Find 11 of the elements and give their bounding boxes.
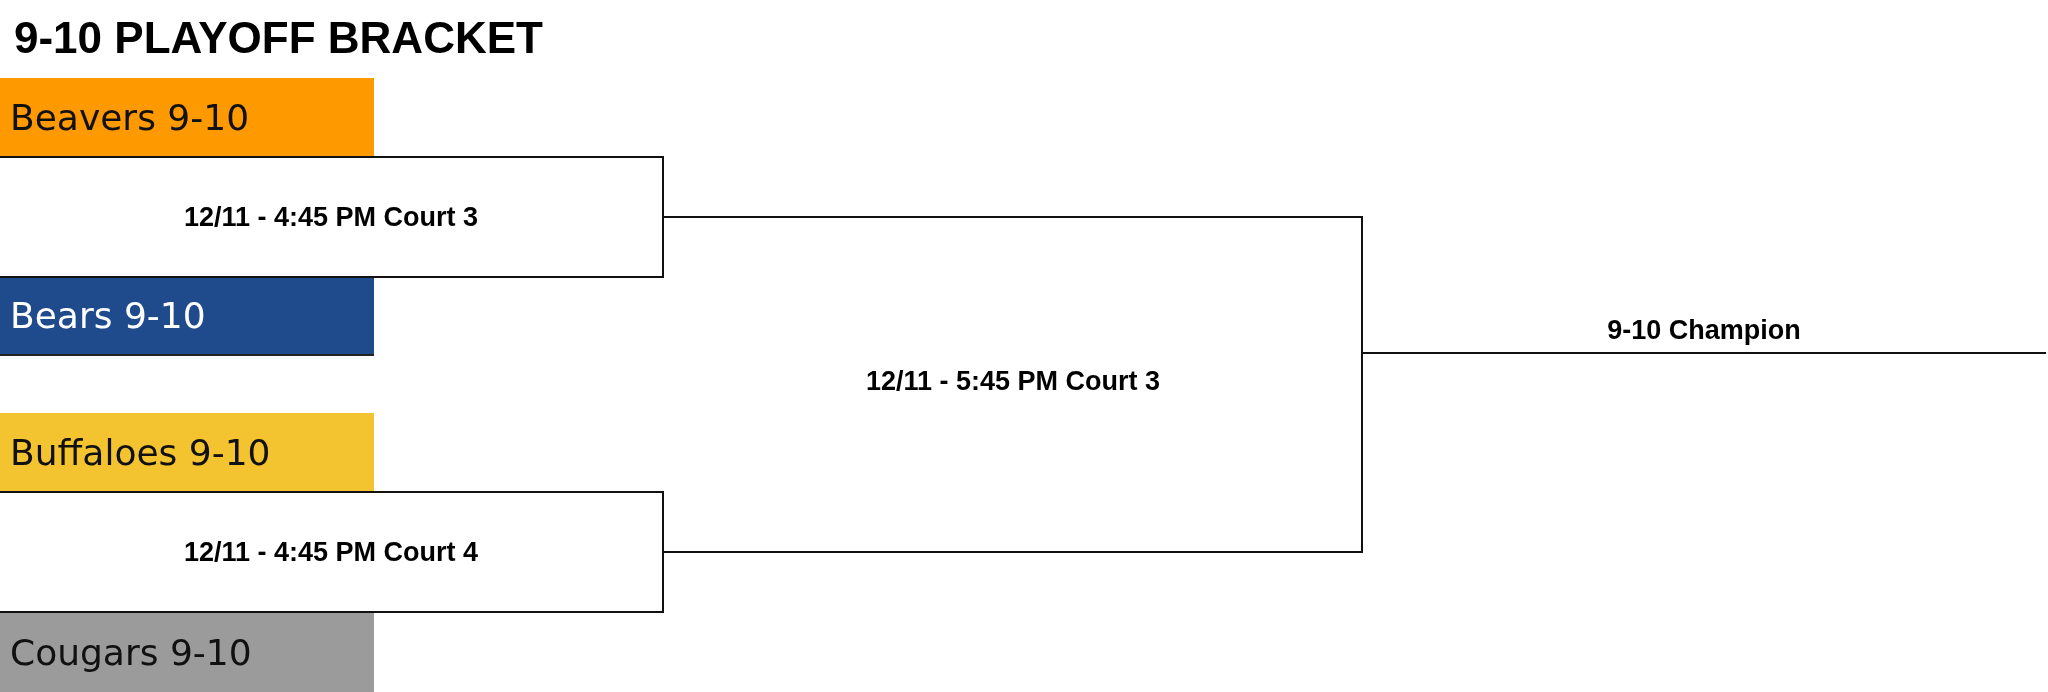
champion-line: 9-10 Champion	[1362, 300, 2046, 354]
team-bar: Cougars 9-10	[0, 612, 374, 692]
match-bracket: 12/11 - 4:45 PM Court 3	[0, 156, 664, 278]
match-bracket: 12/11 - 4:45 PM Court 4	[0, 491, 664, 613]
team-bar: Beavers 9-10	[0, 78, 374, 157]
bracket-title: 9-10 PLAYOFF BRACKET	[14, 12, 543, 64]
match-label: 12/11 - 5:45 PM Court 3	[865, 366, 1161, 397]
bracket-line	[663, 216, 1363, 355]
bracket-line	[663, 353, 1363, 553]
team-bar: Buffaloes 9-10	[0, 413, 374, 492]
team-bar: Bears 9-10	[0, 277, 374, 356]
